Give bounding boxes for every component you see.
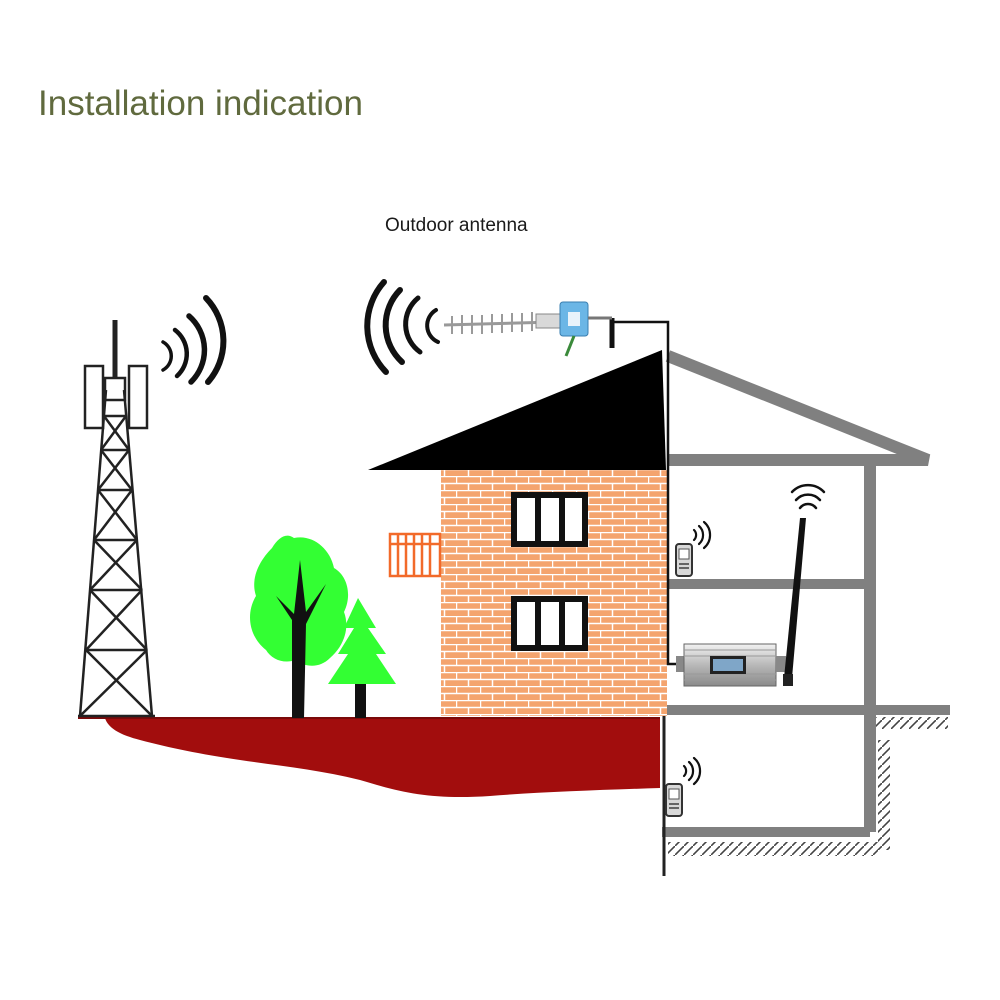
window-upper (511, 492, 588, 547)
house-cross-section (660, 350, 950, 876)
deciduous-tree-icon (250, 535, 349, 718)
soil-hatching (668, 717, 948, 856)
pine-tree-icon (328, 598, 396, 718)
signal-booster-icon (676, 518, 806, 687)
ground (78, 717, 660, 798)
radio-waves-icon (692, 520, 712, 550)
window-lower (511, 596, 588, 651)
cell-tower-icon (78, 320, 155, 718)
yagi-antenna-icon (443, 301, 612, 357)
outdoor-antenna-label: Outdoor antenna (385, 215, 528, 236)
radio-waves-icon (790, 483, 826, 510)
radio-waves-icon (364, 279, 440, 375)
mobile-phone-icon (675, 543, 693, 577)
diagram-title: Installation indication (38, 84, 363, 123)
radio-waves-icon (161, 295, 227, 385)
brick-house (368, 350, 667, 716)
mobile-phone-icon (665, 783, 683, 817)
radio-waves-icon (682, 756, 702, 786)
balcony-railing (388, 532, 442, 578)
